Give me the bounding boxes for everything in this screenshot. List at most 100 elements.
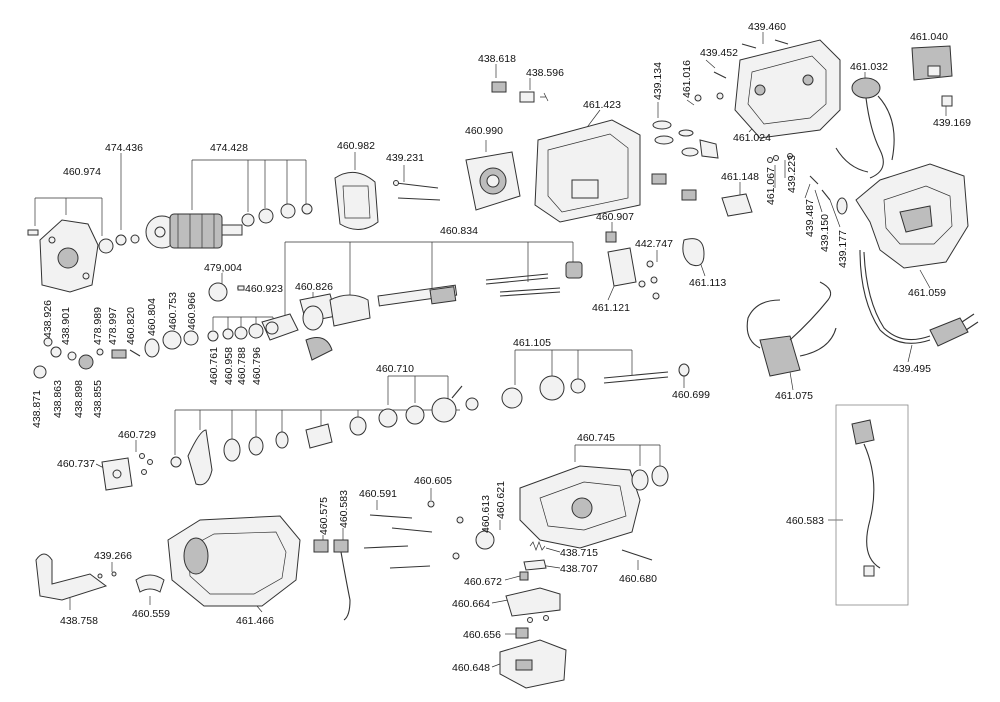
- part-label-460559: 460.559: [132, 608, 170, 620]
- part-label-460761: 460.761: [208, 347, 220, 385]
- part-label-460753: 460.753: [167, 292, 179, 330]
- part-label-439223: 439.223: [786, 155, 798, 193]
- screw-part: [393, 180, 441, 201]
- part-label-460958: 460.958: [223, 347, 235, 385]
- part-label-461075: 461.075: [775, 390, 813, 402]
- part-label-460737: 460.737: [57, 458, 95, 470]
- part-label-460583: 460.583: [338, 490, 350, 528]
- gear-housing-part: [519, 465, 669, 549]
- bearing-part: [241, 213, 255, 227]
- part-label-460621: 460.621: [495, 481, 507, 519]
- part-label-461148: 461.148: [721, 171, 759, 183]
- spindle-parts: [170, 385, 479, 486]
- ring-part: [427, 500, 435, 508]
- part-label-474436: 474.436: [105, 142, 143, 154]
- part-label-461113: 461.113: [689, 277, 726, 289]
- capacitor-part: [835, 77, 895, 179]
- gear-housing-part: [27, 219, 99, 293]
- part-label-460656: 460.656: [463, 629, 501, 641]
- part-label-460699: 460.699: [672, 389, 710, 401]
- inset-frame: [835, 404, 909, 606]
- part-label-439150: 439.150: [819, 214, 831, 252]
- washer-part: [130, 234, 140, 244]
- part-label-460583-right: 460.583: [786, 515, 824, 527]
- part-label-461040: 461.040: [910, 31, 948, 43]
- parts-artwork: [27, 39, 979, 689]
- part-label-478997: 478.997: [107, 307, 119, 345]
- part-label-461466: 461.466: [236, 615, 274, 627]
- gear-part: [208, 282, 333, 361]
- ring-part: [452, 552, 460, 560]
- part-label-460729: 460.729: [118, 429, 156, 441]
- part-label-461121: 461.121: [592, 302, 630, 314]
- part-label-438901: 438.901: [60, 307, 72, 345]
- part-label-438898: 438.898: [73, 380, 85, 418]
- ring-part: [280, 203, 296, 219]
- front-housing-part: [167, 515, 301, 607]
- part-label-439487: 439.487: [804, 199, 816, 237]
- part-label-460820: 460.820: [125, 307, 137, 345]
- part-label-460923: 460.923: [245, 283, 283, 295]
- part-label-460788: 460.788: [236, 347, 248, 385]
- part-label-438715: 438.715: [560, 547, 598, 559]
- bracket-part: [605, 231, 660, 300]
- screw-part: [713, 39, 789, 79]
- crank-parts: [501, 363, 690, 409]
- part-label-439266: 439.266: [94, 550, 132, 562]
- switch-part: [911, 45, 953, 81]
- ring-part: [456, 516, 464, 524]
- bearing-stack-part: [33, 321, 279, 379]
- part-label-439134: 439.134: [652, 62, 664, 100]
- rear-handle-part: [855, 163, 969, 269]
- motor-housing-part: [534, 119, 641, 223]
- pin-part: [809, 175, 848, 215]
- ring-part: [115, 234, 127, 246]
- part-label-474428: 474.428: [210, 142, 248, 154]
- part-label-438926: 438.926: [42, 300, 54, 338]
- armature-part: [145, 213, 243, 249]
- part-label-460591: 460.591: [359, 488, 397, 500]
- part-label-460974: 460.974: [63, 166, 101, 178]
- ring-part: [301, 203, 313, 215]
- part-label-460990: 460.990: [465, 125, 503, 137]
- connector-part: [313, 539, 351, 621]
- part-label-460648: 460.648: [452, 662, 490, 674]
- part-label-461423: 461.423: [583, 99, 621, 111]
- part-label-461024: 461.024: [733, 132, 771, 144]
- part-label-438596: 438.596: [526, 67, 564, 79]
- bearing-part: [475, 530, 495, 550]
- part-label-438758: 438.758: [60, 615, 98, 627]
- part-label-460613: 460.613: [480, 495, 492, 533]
- part-label-439177: 439.177: [837, 230, 849, 268]
- clamp-part: [682, 238, 705, 267]
- part-label-438707: 438.707: [560, 563, 598, 575]
- part-label-439231: 439.231: [386, 152, 424, 164]
- part-label-461105: 461.105: [513, 337, 551, 349]
- part-label-438871: 438.871: [31, 390, 43, 428]
- handle-shell-part: [734, 39, 841, 139]
- part-label-460710: 460.710: [376, 363, 414, 375]
- part-label-460966: 460.966: [186, 292, 198, 330]
- part-label-460672: 460.672: [464, 576, 502, 588]
- drive-shaft-part: [299, 261, 583, 327]
- part-label-439495: 439.495: [893, 363, 931, 375]
- part-label-460907: 460.907: [596, 211, 634, 223]
- part-label-460826: 460.826: [295, 281, 333, 293]
- power-cord-part: [859, 249, 979, 347]
- part-label-460804: 460.804: [146, 298, 158, 336]
- brush-part: [491, 81, 549, 103]
- part-label-438855: 438.855: [92, 380, 104, 418]
- wiring-harness-part: [746, 281, 837, 377]
- part-labels: 439.460 461.040 438.618 438.596 439.452 …: [31, 21, 971, 674]
- part-label-460575: 460.575: [318, 497, 330, 535]
- part-label-461016: 461.016: [681, 60, 693, 98]
- part-label-461059: 461.059: [908, 287, 946, 299]
- part-label-439452: 439.452: [700, 47, 738, 59]
- part-label-461067: 461.067: [765, 167, 777, 205]
- brush-holder-part: [721, 153, 793, 217]
- stator-part: [465, 151, 521, 211]
- part-label-460664: 460.664: [452, 598, 490, 610]
- part-label-460834: 460.834: [440, 225, 478, 237]
- lever-parts: [499, 587, 567, 689]
